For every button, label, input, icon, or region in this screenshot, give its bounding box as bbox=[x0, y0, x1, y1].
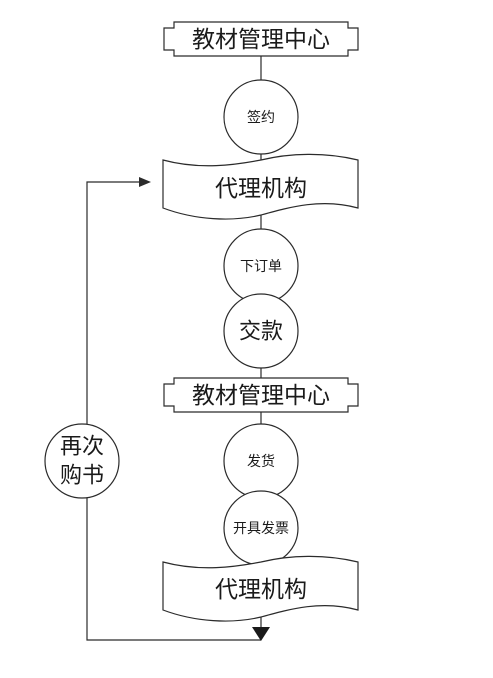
pay-label: 交款 bbox=[239, 320, 283, 345]
order-node: 下订单 bbox=[223, 228, 299, 304]
invoice-node: 开具发票 bbox=[223, 490, 299, 566]
center-mid-node: 教材管理中心 bbox=[163, 377, 359, 413]
center-top-label: 教材管理中心 bbox=[192, 27, 330, 53]
pay-node: 交款 bbox=[223, 293, 299, 369]
agency-top-label: 代理机构 bbox=[215, 176, 307, 202]
sign-label: 签约 bbox=[247, 109, 275, 126]
agency-top-node: 代理机构 bbox=[162, 153, 359, 220]
agency-bottom-node: 代理机构 bbox=[162, 555, 359, 622]
reorder-node: 再次 购书 bbox=[44, 423, 120, 499]
order-label: 下订单 bbox=[240, 259, 282, 275]
center-mid-label: 教材管理中心 bbox=[192, 383, 330, 409]
sign-node: 签约 bbox=[223, 79, 299, 155]
agency-bottom-label: 代理机构 bbox=[215, 577, 307, 603]
ship-label: 发货 bbox=[247, 453, 275, 470]
invoice-label: 开具发票 bbox=[233, 521, 289, 537]
feedback-arrowhead bbox=[139, 177, 151, 187]
feedback-loop-line bbox=[86, 181, 261, 641]
ship-node: 发货 bbox=[223, 423, 299, 499]
end-arrowhead bbox=[252, 627, 270, 641]
center-top-node: 教材管理中心 bbox=[163, 21, 359, 57]
reorder-label-line2: 购书 bbox=[60, 464, 104, 489]
reorder-label-line1: 再次 bbox=[60, 435, 104, 460]
